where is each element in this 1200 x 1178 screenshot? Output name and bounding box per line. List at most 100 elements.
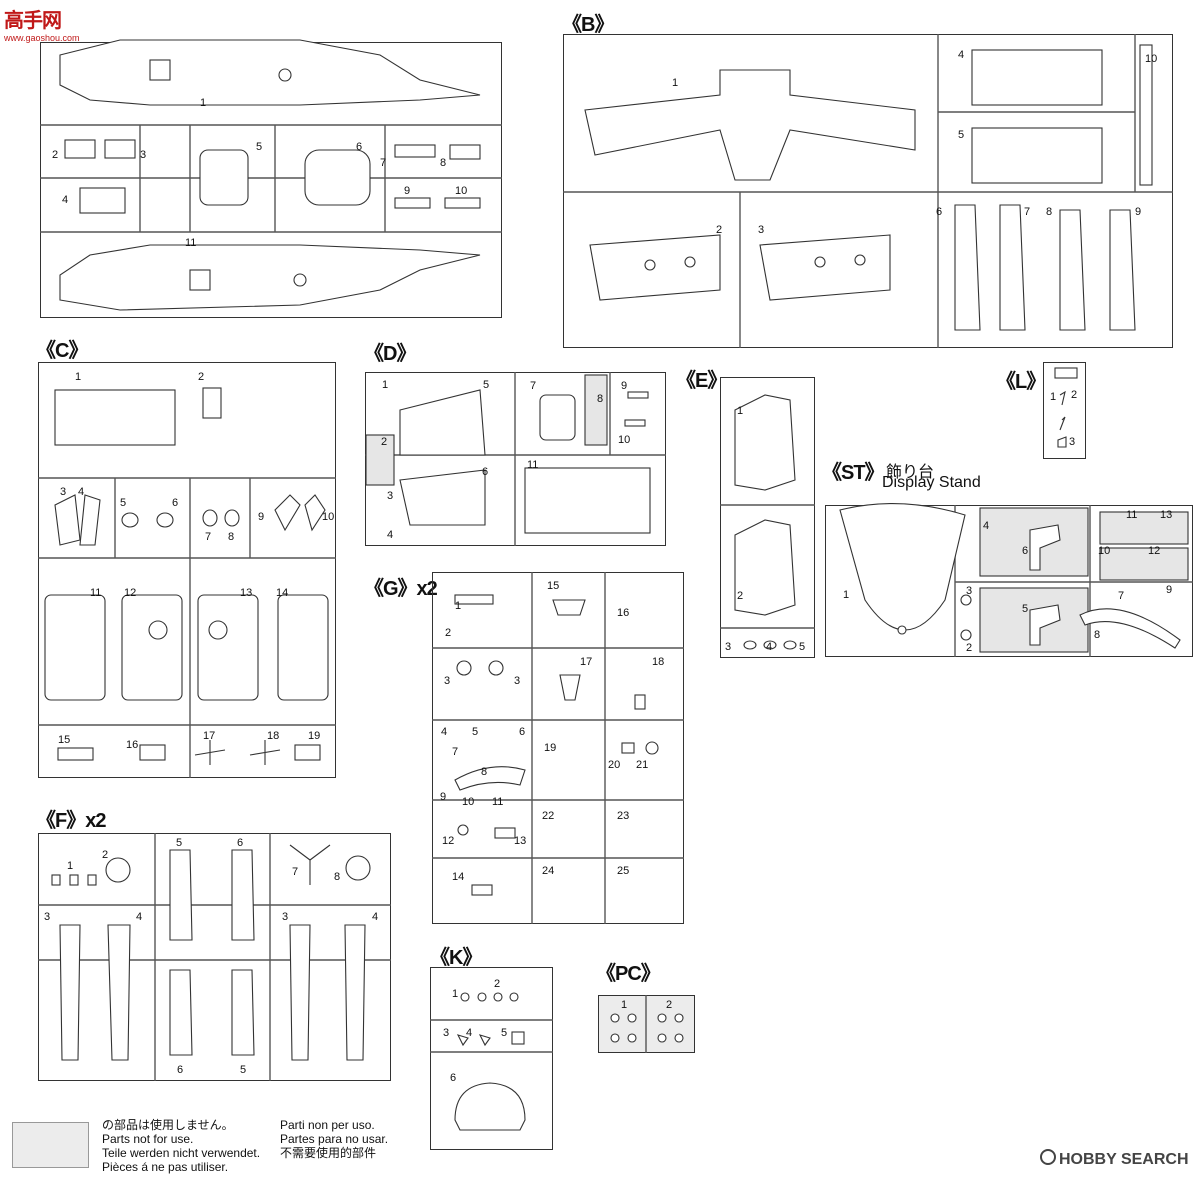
sprue-k-part-6: 6 (450, 1072, 457, 1084)
sprue-b-part-2: 2 (716, 224, 723, 236)
sprue-l-part-1: 1 (1050, 391, 1057, 403)
sprue-k-part-5: 5 (501, 1027, 508, 1039)
sprue-d-part-2: 2 (381, 436, 388, 448)
sprue-st-part-2: 2 (966, 642, 973, 654)
sprue-g-frame (432, 572, 684, 924)
sprue-d-part-1: 1 (382, 379, 389, 391)
sprue-g-part-13: 13 (514, 835, 527, 847)
sprue-a-part-11: 11 (185, 237, 197, 249)
legend-col-1: の部品は使用しません。 Parts not for use. Teile wer… (102, 1118, 260, 1174)
sprue-a-part-8: 8 (440, 157, 447, 169)
legend-jp: の部品は使用しません。 (102, 1118, 234, 1132)
sprue-b-part-4: 4 (958, 49, 965, 61)
sprue-g-part-8: 8 (481, 766, 488, 778)
sprue-c-part-6: 6 (172, 497, 179, 509)
sprue-c-part-3: 3 (60, 486, 67, 498)
sprue-l-label: 《L》 (996, 371, 1046, 393)
sprue-b-frame (563, 34, 1173, 348)
sprue-a-part-5: 5 (256, 141, 263, 153)
sprue-b-part-1: 1 (672, 77, 679, 89)
sprue-st-frame (825, 505, 1193, 657)
legend-es: Partes para no usar. (280, 1132, 389, 1146)
sprue-d-part-8: 8 (597, 393, 604, 405)
sprue-k-frame (430, 967, 553, 1150)
sprue-a-part-2: 2 (52, 149, 59, 161)
sprue-g-part-9: 9 (440, 791, 447, 803)
sprue-st-part-3: 3 (966, 585, 973, 597)
legend-col-2: Parti non per uso. Partes para no usar. … (280, 1118, 388, 1160)
site-logo: 高手网 www.gaoshou.com (4, 4, 80, 43)
sprue-st-part-6: 6 (1022, 545, 1029, 557)
sprue-f-part-3b: 3 (282, 911, 289, 923)
sprue-g-part-25: 25 (617, 865, 630, 877)
sprue-g-part-6: 6 (519, 726, 526, 738)
sprue-g-part-20: 20 (608, 759, 621, 771)
sprue-g-part-21: 21 (636, 759, 649, 771)
sprue-c-part-15: 15 (58, 734, 71, 746)
sprue-c-part-17: 17 (203, 730, 216, 742)
sprue-d-part-6: 6 (482, 466, 489, 478)
sprue-c-part-19: 19 (308, 730, 321, 742)
sprue-e-part-4: 4 (766, 641, 773, 653)
legend-de: Teile werden nicht verwendet. (102, 1146, 261, 1160)
sprue-pc-label: 《PC》 (596, 963, 661, 985)
sprue-f-part-7: 7 (292, 866, 299, 878)
sprue-l-part-2: 2 (1071, 389, 1078, 401)
sprue-b-part-9: 9 (1135, 206, 1142, 218)
sprue-f-part-5b: 5 (240, 1064, 247, 1076)
sprue-g-label: 《G》x2 (364, 578, 438, 600)
sprue-pc-part-2: 2 (666, 999, 673, 1011)
sprue-f-part-5a: 5 (176, 837, 183, 849)
sprue-f-part-1: 1 (67, 860, 74, 872)
not-for-use-swatch (12, 1122, 89, 1168)
sprue-pc-part-1: 1 (621, 999, 628, 1011)
sprue-c-part-2: 2 (198, 371, 205, 383)
sprue-g-part-10: 10 (462, 796, 475, 808)
sprue-g-part-4: 4 (441, 726, 448, 738)
legend-en: Parts not for use. (102, 1132, 194, 1146)
sprue-b-part-8: 8 (1046, 206, 1053, 218)
sprue-a-part-3: 3 (140, 149, 147, 161)
sprue-st-jp: 飾り台 (886, 464, 935, 481)
sprue-f-part-2: 2 (102, 849, 109, 861)
sprue-c-frame (38, 362, 336, 778)
sprue-g-part-22: 22 (542, 810, 555, 822)
sprue-c-part-12: 12 (124, 587, 137, 599)
sprue-k-part-3: 3 (443, 1027, 450, 1039)
sprue-g-part-18: 18 (652, 656, 665, 668)
sprue-d-part-3: 3 (387, 490, 394, 502)
sprue-e-part-5: 5 (799, 641, 806, 653)
sprue-st-part-11: 11 (1126, 509, 1138, 521)
sprue-b-part-6: 6 (936, 206, 943, 218)
sprue-g-part-24: 24 (542, 865, 555, 877)
sprue-d-part-7: 7 (530, 380, 537, 392)
sprue-k-part-1: 1 (452, 988, 459, 1000)
watermark-text: HOBBY SEARCH (1059, 1151, 1189, 1168)
legend-it: Parti non per uso. (280, 1118, 375, 1132)
sprue-c-part-8: 8 (228, 531, 235, 543)
sprue-g-part-16: 16 (617, 607, 630, 619)
sprue-f-part-8: 8 (334, 871, 341, 883)
sprue-g-part-3b: 3 (514, 675, 521, 687)
sprue-a-part-7: 7 (380, 157, 387, 169)
sprue-st-part-12: 12 (1148, 545, 1161, 557)
sprue-a-part-9: 9 (404, 185, 411, 197)
sprue-c-part-18: 18 (267, 730, 280, 742)
sprue-a-part-10: 10 (455, 185, 468, 197)
sprue-c-label: 《C》 (36, 340, 88, 362)
sprue-c-part-5: 5 (120, 497, 127, 509)
sprue-b-part-10: 10 (1145, 53, 1158, 65)
sprue-g-part-7: 7 (452, 746, 459, 758)
sprue-g-part-14: 14 (452, 871, 465, 883)
sprue-g-part-2: 2 (445, 627, 452, 639)
sprue-b-part-5: 5 (958, 129, 965, 141)
sprue-st-en: Display Stand (882, 474, 981, 491)
sprue-c-part-1: 1 (75, 371, 82, 383)
sprue-f-part-4a: 4 (136, 911, 143, 923)
